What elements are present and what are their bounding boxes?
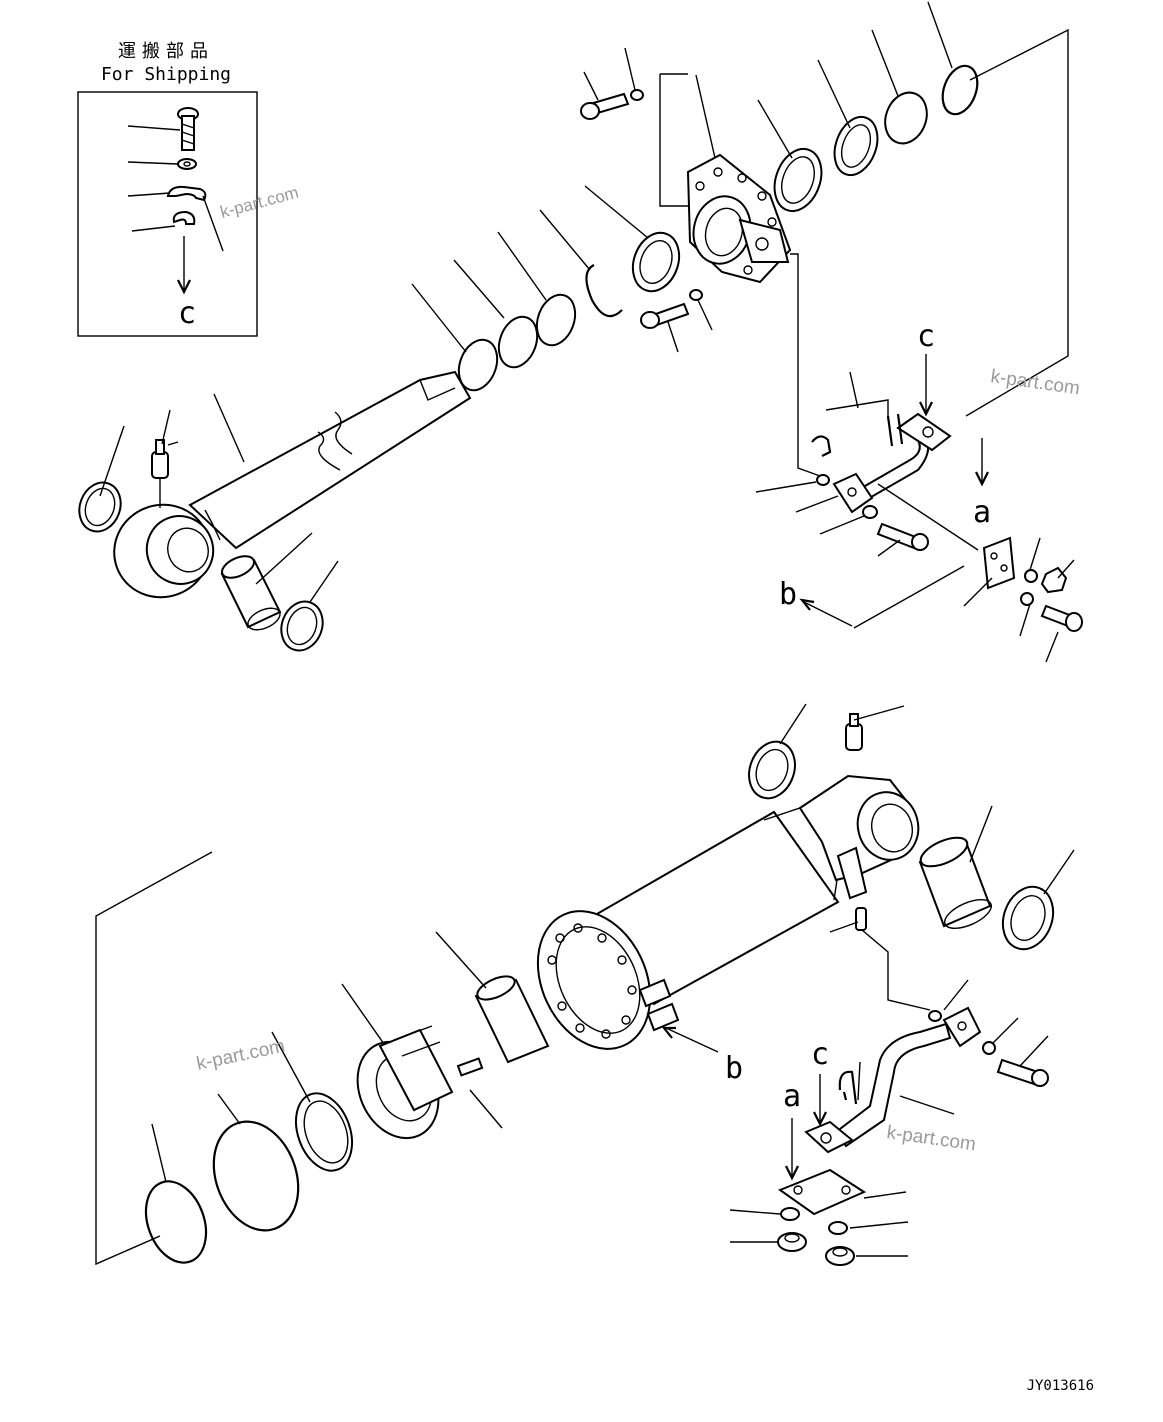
bolt-pipe-lower: [996, 1058, 1049, 1087]
grease-fitting: [151, 439, 179, 508]
drawing-code: JY013616: [1027, 1378, 1094, 1394]
dust-ring-rod-end: [280, 600, 324, 652]
callout-c-bottom: c: [811, 1037, 829, 1072]
washer-head-upper: [630, 89, 644, 101]
cylinder-head: [686, 153, 792, 284]
bolt-head-lower: [640, 302, 690, 329]
watermark: k-part.com: [195, 1036, 287, 1075]
nut-plate: [1040, 566, 1068, 594]
callout-c-top: c: [917, 319, 935, 354]
piston-ring: [294, 1092, 354, 1172]
dust-ring-bottom: [1001, 885, 1055, 951]
grease-fitting-tube: [855, 907, 867, 931]
watermark: k-part.com: [885, 1122, 977, 1155]
shipping-clip: [172, 210, 196, 225]
bolt-head-upper: [580, 92, 630, 120]
callout-b-bottom: b: [725, 1051, 743, 1086]
callout-a-bottom: a: [783, 1079, 801, 1114]
bolt-plate: [1040, 604, 1083, 632]
o-ring-fitting: [816, 474, 830, 486]
rod-eye: [113, 503, 215, 599]
o-ring-small: [144, 1180, 208, 1264]
wiper-ring-right: [941, 64, 979, 116]
cylinder-tube: [536, 807, 841, 1050]
washer-plate-2: [1020, 592, 1034, 606]
set-screw: [456, 1057, 484, 1077]
backup-ring-1: [457, 338, 499, 392]
nut-lower-1: [777, 1232, 807, 1252]
shipping-parts-box: 運搬部品 For Shipping c: [77, 41, 258, 337]
bushing-rod-end: [220, 555, 282, 631]
bolt-fitting: [876, 522, 929, 551]
backup-ring-2: [535, 293, 577, 347]
o-ring-piston: [212, 1120, 300, 1232]
upper-assembly: c a b: [78, 1, 1083, 663]
pipe-assembly-upper: [811, 412, 952, 514]
nut-lower-2: [825, 1246, 855, 1266]
piston: [356, 1025, 454, 1140]
seal-ring-right-1: [773, 148, 823, 212]
callout-b-top: b: [779, 577, 797, 612]
washer-pipe-lower: [982, 1041, 996, 1055]
plate-lower: [777, 1168, 867, 1216]
washer-lower-1: [780, 1207, 800, 1221]
snap-ring: [585, 264, 623, 318]
shipping-title-en: For Shipping: [101, 64, 231, 85]
lower-assembly: b: [95, 703, 1075, 1266]
cylinder-bottom-clevis: [798, 774, 920, 900]
callout-c-box: c: [178, 296, 196, 331]
piston-rod: [188, 370, 472, 550]
arrow-down-icon: [177, 279, 191, 295]
shipping-bolt: [177, 107, 199, 151]
washer-plate-1: [1024, 569, 1038, 583]
bushing-right: [884, 91, 928, 145]
shipping-clamp: [166, 185, 207, 202]
shipping-washer: [177, 158, 197, 170]
callout-a-top: a: [973, 495, 991, 530]
wear-ring: [474, 975, 550, 1064]
washer-lower-2: [828, 1221, 848, 1235]
seal-ring-bottom: [748, 740, 796, 800]
seal-ring-head: [631, 231, 681, 293]
seal-ring-rod-end: [78, 481, 122, 533]
shipping-title-jp: 運搬部品: [118, 41, 214, 62]
o-ring-pipe-lower: [928, 1010, 942, 1022]
seal-ring-right-2: [833, 115, 879, 177]
shipping-box-frame: [77, 91, 258, 337]
pipe-assembly-lower: [804, 1006, 982, 1154]
plate-upper: [982, 536, 1016, 590]
bushing-bottom: [918, 836, 992, 929]
watermark: k-part.com: [218, 183, 300, 222]
washer-fitting: [862, 505, 878, 519]
o-ring-1: [497, 315, 539, 369]
washer-head-lower: [689, 289, 703, 301]
